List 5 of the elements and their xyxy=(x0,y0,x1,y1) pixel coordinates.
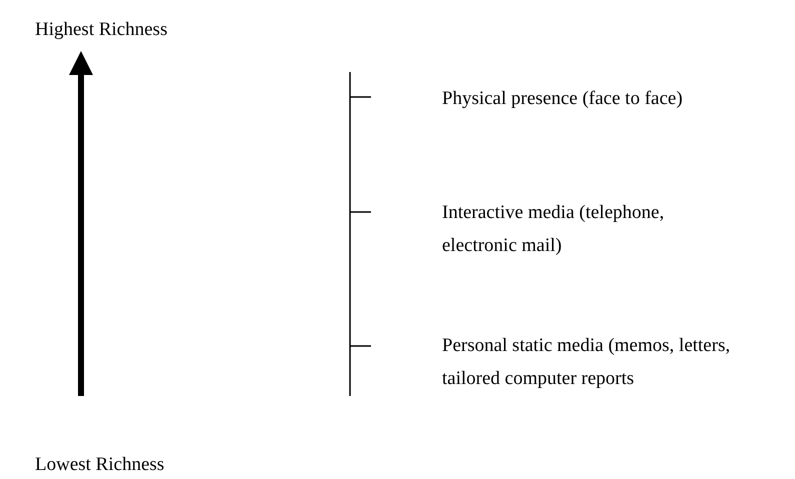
scale-end-label: Lowest Richness xyxy=(35,453,164,477)
scale-item-label: Interactive media (telephone, electronic mail) xyxy=(442,201,666,258)
scale-item-label: Personal static media (memos, letters, tailored computer reports xyxy=(442,334,732,391)
scale-item-label: Physical presence (face to face) xyxy=(442,87,683,111)
scale-end-label: Highest Richness xyxy=(35,18,168,42)
